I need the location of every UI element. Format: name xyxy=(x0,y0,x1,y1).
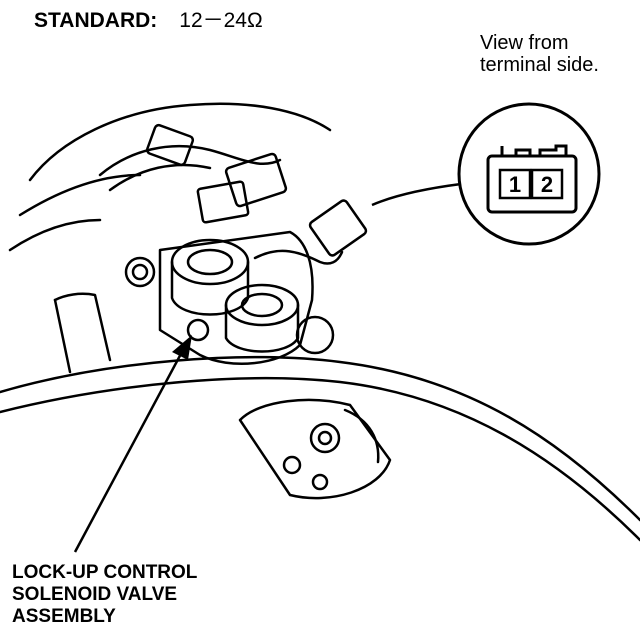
callout-line-2: SOLENOID VALVE xyxy=(12,584,178,605)
solenoid-connector xyxy=(308,199,368,257)
hose-left xyxy=(53,292,112,362)
view-note-line-2: terminal side. xyxy=(480,54,599,76)
harness-connector-mid xyxy=(224,152,288,208)
detail-leader-line xyxy=(371,182,462,207)
callout-leader-line xyxy=(73,349,185,553)
view-note: View from terminal side. xyxy=(480,32,599,76)
terminal-2-box xyxy=(530,168,564,200)
solenoid-lead-wire xyxy=(253,249,344,265)
callout-line-3: ASSEMBLY xyxy=(12,606,116,627)
wire-harness xyxy=(98,144,282,177)
transmission-case-outline xyxy=(28,102,332,182)
bolt-lower xyxy=(186,318,210,342)
terminal-2-label: 2 xyxy=(541,172,553,197)
callout-arrowhead xyxy=(172,335,192,360)
housing-outline-lower-inner xyxy=(0,377,640,542)
terminal-1-box xyxy=(498,168,532,200)
component-callout: LOCK-UP CONTROL SOLENOID VALVE ASSEMBLY xyxy=(12,562,197,628)
standard-label: STANDARD: xyxy=(34,9,158,32)
plug-right xyxy=(295,315,335,355)
callout-line-1: LOCK-UP CONTROL xyxy=(12,562,198,583)
bolt-left xyxy=(124,256,156,288)
standard-value: 12－24Ω xyxy=(179,9,263,32)
terminal-1-label: 1 xyxy=(509,172,521,197)
harness-connector-top xyxy=(145,123,195,167)
view-note-line-1: View from xyxy=(480,32,569,54)
lower-housing xyxy=(238,398,392,500)
standard-spec: STANDARD: 12－24Ω xyxy=(34,4,263,34)
housing-outline-lower xyxy=(0,355,640,522)
solenoid-cylinder-a xyxy=(170,238,250,286)
solenoid-cylinder-b xyxy=(224,283,300,327)
